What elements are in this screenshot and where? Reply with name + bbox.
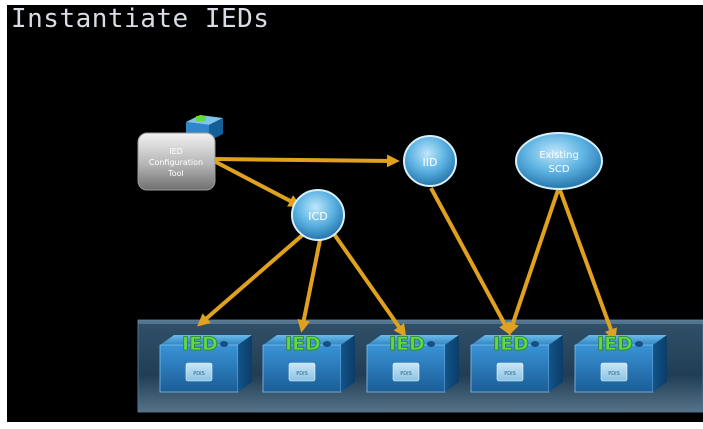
scd-label-line-2: SCD bbox=[548, 164, 569, 175]
pdis-label: PDIS bbox=[400, 371, 412, 377]
ied-box-top bbox=[471, 335, 563, 345]
ied-badge-dot-icon bbox=[220, 341, 228, 347]
ied-badge: IED bbox=[493, 333, 529, 355]
ied-badge-dot-icon bbox=[323, 341, 331, 347]
ied-badge: IED bbox=[389, 333, 425, 355]
ied-box-top bbox=[575, 335, 667, 345]
ied-box-top bbox=[160, 335, 252, 345]
ied-device: PDIS IED bbox=[366, 333, 459, 393]
arrow-scd-to-ied-4 bbox=[506, 189, 560, 336]
ied-box-side bbox=[549, 335, 563, 392]
ied-box-top bbox=[263, 335, 355, 345]
ied-box-side bbox=[445, 335, 459, 392]
top-border bbox=[0, 0, 703, 5]
arrow-iid-to-ied-4 bbox=[429, 187, 511, 336]
ied-badge-dot-icon bbox=[531, 341, 539, 347]
ied-badge: IED bbox=[597, 333, 633, 355]
arrows bbox=[197, 154, 617, 342]
pdis-label: PDIS bbox=[608, 371, 620, 377]
pdis-plate bbox=[288, 362, 316, 382]
tool-label-line-3: Tool bbox=[167, 169, 184, 178]
ied-box-side bbox=[341, 335, 355, 392]
slide-title: Instantiate IEDs bbox=[11, 4, 270, 34]
arrow-icd-to-ied-3 bbox=[332, 232, 407, 338]
arrow-icd-to-ied-1 bbox=[197, 230, 308, 327]
pdis-label: PDIS bbox=[296, 371, 308, 377]
ied-device: PDIS IED bbox=[262, 333, 355, 393]
ied-configuration-tool: IED Configuration Tool bbox=[137, 115, 223, 191]
ied-device: PDIS IED bbox=[159, 333, 252, 393]
tool-label-line-1: IED bbox=[169, 147, 183, 156]
tool-label-line-2: Configuration bbox=[149, 158, 203, 167]
pdis-label: PDIS bbox=[504, 371, 516, 377]
ied-badge: IED bbox=[285, 333, 321, 355]
arrow-tool-to-iid bbox=[213, 154, 400, 168]
pdis-plate bbox=[496, 362, 524, 382]
ied-devices: PDIS IED PDIS IED PDIS IED PDIS IED PDIS IED bbox=[159, 333, 667, 393]
pdis-plate bbox=[185, 362, 213, 382]
arrow-scd-to-ied-5 bbox=[558, 189, 617, 342]
existing-scd-bubble bbox=[515, 132, 603, 190]
pdis-plate bbox=[392, 362, 420, 382]
pdis-label: PDIS bbox=[193, 371, 205, 377]
ied-box-top bbox=[367, 335, 459, 345]
ied-device: PDIS IED bbox=[470, 333, 563, 393]
ied-badge-dot-icon bbox=[635, 341, 643, 347]
ied-box-side bbox=[238, 335, 252, 392]
pdis-plate bbox=[600, 362, 628, 382]
iid-label: IID bbox=[423, 156, 438, 169]
ied-device: PDIS IED bbox=[574, 333, 667, 393]
ied-badge: IED bbox=[182, 333, 218, 355]
ied-badge-dot-icon bbox=[427, 341, 435, 347]
ied-box-side bbox=[653, 335, 667, 392]
icd-label: ICD bbox=[308, 210, 327, 223]
iid-bubble bbox=[403, 135, 457, 187]
scd-label-line-1: Existing bbox=[539, 150, 579, 161]
arrow-icd-to-ied-2 bbox=[297, 239, 322, 333]
icd-bubble bbox=[291, 189, 345, 241]
arrow-tool-to-icd bbox=[213, 159, 302, 207]
